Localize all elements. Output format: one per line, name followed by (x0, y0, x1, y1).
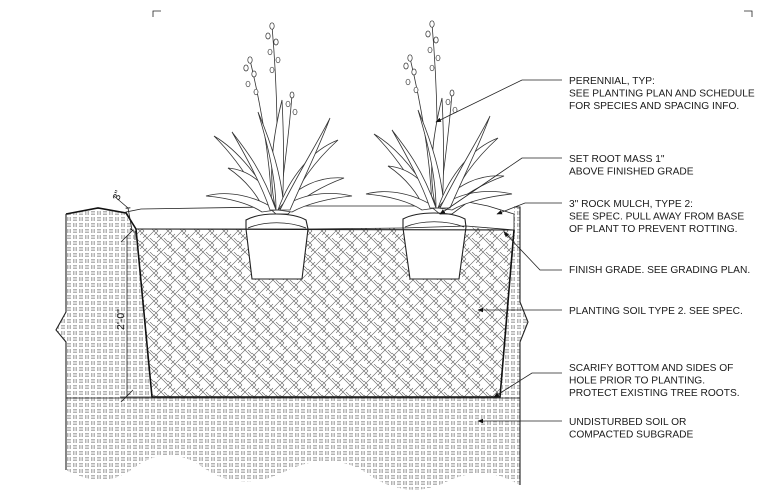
perennial-plant-right (365, 20, 513, 211)
callout-undisturbed-line: UNDISTURBED SOIL OR (569, 417, 686, 428)
callout-undisturbed-line: COMPACTED SUBGRADE (569, 430, 694, 441)
callout-undisturbed: UNDISTURBED SOIL OR COMPACTED SUBGRADE (569, 417, 694, 441)
callout-rock-mulch-line: SEE SPEC. PULL AWAY FROM BASE (569, 212, 744, 223)
callout-rock-mulch: 3" ROCK MULCH, TYPE 2: SEE SPEC. PULL AW… (569, 199, 747, 235)
callout-scarify-line: HOLE PRIOR TO PLANTING. (569, 376, 705, 387)
perennial-plant-left (205, 22, 353, 213)
leader-lines (435, 79, 562, 424)
existing-soil-hatch (56, 207, 528, 490)
callout-scarify-line: PROTECT EXISTING TREE ROOTS. (569, 388, 740, 399)
callout-scarify-line: SCARIFY BOTTOM AND SIDES OF (569, 363, 733, 374)
callout-planting-soil: PLANTING SOIL TYPE 2. SEE SPEC. (569, 306, 743, 317)
planting-pit-outline (55, 206, 529, 485)
hole-depth-label: 2'-0" (115, 309, 127, 330)
mulch-depth-label: 3" (111, 189, 126, 202)
callout-perennial-line: PERENNIAL, TYP: (569, 76, 655, 87)
callout-rock-mulch-line: OF PLANT TO PREVENT ROTTING. (569, 224, 738, 235)
callout-finish-grade-line: FINISH GRADE. SEE GRADING PLAN. (569, 265, 750, 276)
callout-root-mass: SET ROOT MASS 1" ABOVE FINISHED GRADE (569, 154, 694, 178)
crop-marks (152, 10, 753, 17)
callout-finish-grade: FINISH GRADE. SEE GRADING PLAN. (569, 265, 750, 276)
callout-scarify: SCARIFY BOTTOM AND SIDES OF HOLE PRIOR T… (569, 363, 740, 399)
callout-planting-soil-line: PLANTING SOIL TYPE 2. SEE SPEC. (569, 306, 743, 317)
callout-rock-mulch-line: 3" ROCK MULCH, TYPE 2: (569, 199, 693, 210)
callout-root-mass-line: SET ROOT MASS 1" (569, 154, 665, 165)
planting-soil-hatch (136, 227, 514, 397)
callout-perennial-line: FOR SPECIES AND SPACING INFO. (569, 101, 739, 112)
callout-perennial-line: SEE PLANTING PLAN AND SCHEDULE (569, 89, 755, 100)
callout-perennial: PERENNIAL, TYP: SEE PLANTING PLAN AND SC… (569, 76, 758, 112)
dimension-lines (113, 195, 152, 403)
root-ball-left (245, 213, 309, 280)
root-ball-right (402, 212, 467, 280)
callout-root-mass-line: ABOVE FINISHED GRADE (569, 167, 694, 178)
